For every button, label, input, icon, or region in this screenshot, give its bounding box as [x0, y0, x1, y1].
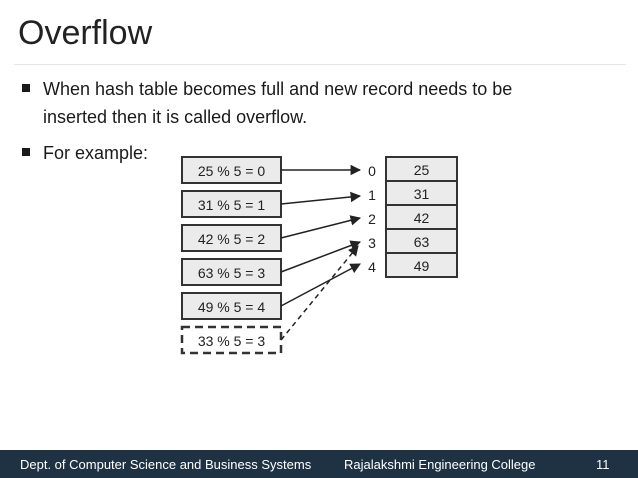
title-divider	[14, 64, 626, 65]
table-slot-4	[385, 252, 458, 278]
slide-footer: Dept. of Computer Science and Business S…	[0, 450, 638, 478]
slot-index: 4	[368, 259, 376, 275]
computation-box-3: 63 % 5 = 3	[181, 258, 282, 286]
footer-college: Rajalakshmi Engineering College	[344, 457, 536, 472]
overflow-collision-arrow	[280, 245, 359, 341]
square-bullet-icon	[22, 84, 30, 92]
table-value: 31	[414, 186, 430, 202]
table-value: 63	[414, 234, 430, 250]
slot-index: 3	[368, 235, 376, 251]
computation-box-4: 49 % 5 = 4	[181, 292, 282, 320]
hash-table: 25 31 42 63 49	[385, 156, 458, 278]
footer-department: Dept. of Computer Science and Business S…	[20, 457, 312, 472]
slot-index: 2	[368, 211, 376, 227]
arrow-to-slot-4	[280, 263, 361, 307]
computation-text: 31 % 5 = 1	[198, 197, 266, 213]
bullet-text-line2: inserted then it is called overflow.	[43, 107, 308, 127]
bullet-text-line1: When hash table becomes full and new rec…	[43, 79, 513, 99]
arrow-to-slot-2	[280, 215, 362, 239]
computation-text: 49 % 5 = 4	[198, 299, 266, 315]
table-slot-0	[385, 156, 458, 182]
computation-box-2: 42 % 5 = 2	[181, 224, 282, 252]
computation-text: 42 % 5 = 2	[198, 231, 266, 247]
table-value: 49	[414, 258, 430, 274]
computation-text: 25 % 5 = 0	[198, 163, 266, 179]
bullet-text: For example:	[43, 143, 149, 163]
table-slot-3	[385, 228, 458, 254]
arrow-to-slot-1	[280, 191, 362, 205]
slot-index: 1	[368, 187, 376, 203]
computation-text: 63 % 5 = 3	[198, 265, 266, 281]
table-slot-1	[385, 180, 458, 206]
table-value: 42	[414, 210, 430, 226]
computation-box-1: 31 % 5 = 1	[181, 190, 282, 218]
table-value: 25	[414, 162, 430, 178]
table-slot-2	[385, 204, 458, 230]
slide-title: Overflow	[18, 14, 153, 52]
footer-page-number: 11	[596, 457, 610, 472]
computation-box-overflow: 33 % 5 = 3	[180, 325, 283, 355]
computation-text: 33 % 5 = 3	[198, 333, 266, 349]
computation-box-0: 25 % 5 = 0	[181, 156, 282, 184]
arrow-to-slot-3	[280, 240, 361, 273]
slot-index: 0	[368, 163, 376, 179]
square-bullet-icon	[22, 148, 30, 156]
